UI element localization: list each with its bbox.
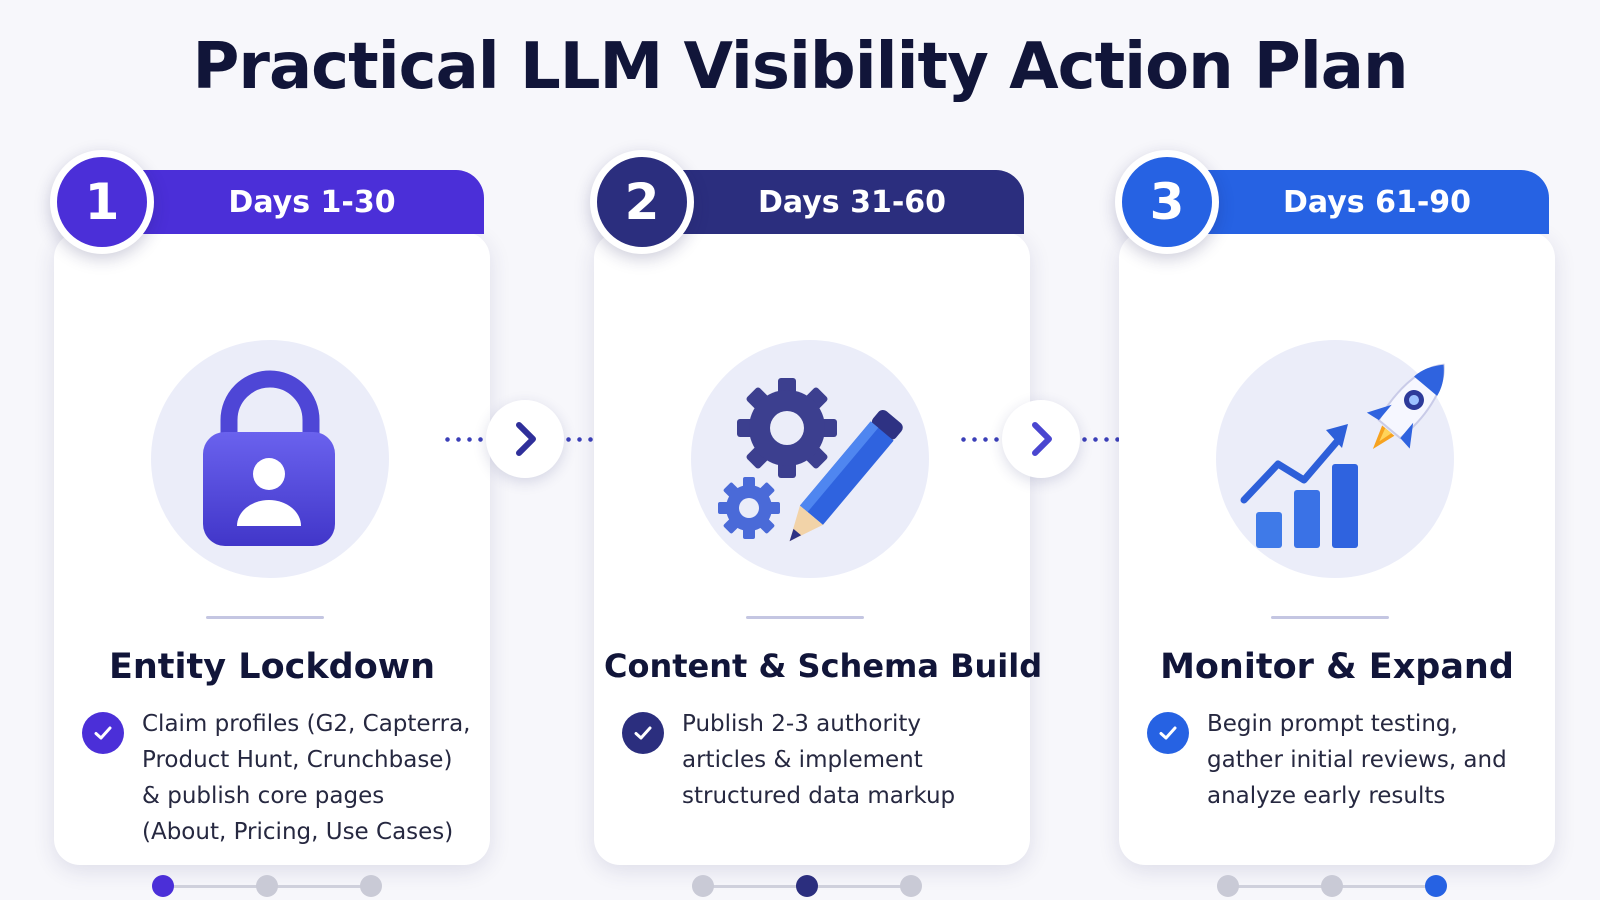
step-number: 3: [1115, 150, 1219, 254]
progress-dot-2: [1321, 875, 1343, 897]
progress-dot-3: [360, 875, 382, 897]
phase-title: Monitor & Expand: [1160, 647, 1514, 687]
progress-dot-1: [692, 875, 714, 897]
progress-indicator: [692, 874, 922, 898]
divider: [746, 616, 864, 619]
phase-card-3: Monitor & Expand Begin prompt testing, g…: [1115, 150, 1555, 897]
progress-dot-3: [900, 875, 922, 897]
card-body: Entity Lockdown Claim profiles (G2, Capt…: [54, 232, 490, 897]
phase-card-2: Content & Schema Build Publish 2-3 autho…: [590, 150, 1043, 897]
days-tab: Days 31-60: [660, 170, 1024, 234]
progress-dot-1: [152, 875, 174, 897]
check-icon: [622, 712, 664, 754]
progress-dot-2: [796, 875, 818, 897]
chevron-right-icon: [486, 400, 564, 478]
lock-user-icon: [151, 340, 389, 578]
connector-2: [958, 400, 1128, 480]
step-number: 2: [590, 150, 694, 254]
days-tab: Days 1-30: [120, 170, 484, 234]
check-icon: [1147, 712, 1189, 754]
chevron-right-icon: [1002, 400, 1080, 478]
page-title: Practical LLM Visibility Action Plan: [192, 30, 1409, 104]
divider: [1271, 616, 1389, 619]
progress-indicator: [1217, 874, 1447, 898]
phase-title: Entity Lockdown: [108, 647, 435, 687]
progress-dot-1: [1217, 875, 1239, 897]
step-number: 1: [50, 150, 154, 254]
gears-pencil-icon: [691, 340, 929, 578]
progress-indicator: [152, 874, 382, 898]
divider: [206, 616, 324, 619]
card-body: Content & Schema Build Publish 2-3 autho…: [594, 232, 1043, 897]
progress-dot-3: [1425, 875, 1447, 897]
rocket-growth-icon: [1216, 340, 1454, 578]
check-icon: [82, 712, 124, 754]
phase-title: Content & Schema Build: [604, 647, 1043, 685]
connector-1: [442, 400, 612, 480]
progress-dot-2: [256, 875, 278, 897]
card-body: Monitor & Expand Begin prompt testing, g…: [1119, 232, 1555, 897]
phase-card-1: Entity Lockdown Claim profiles (G2, Capt…: [50, 150, 490, 897]
days-tab: Days 61-90: [1185, 170, 1549, 234]
phase-description: Publish 2-3 authority articles & impleme…: [682, 711, 956, 809]
phase-description: Begin prompt testing, gather initial rev…: [1207, 711, 1507, 809]
phase-description: Claim profiles (G2, Capterra, Product Hu…: [142, 711, 471, 845]
